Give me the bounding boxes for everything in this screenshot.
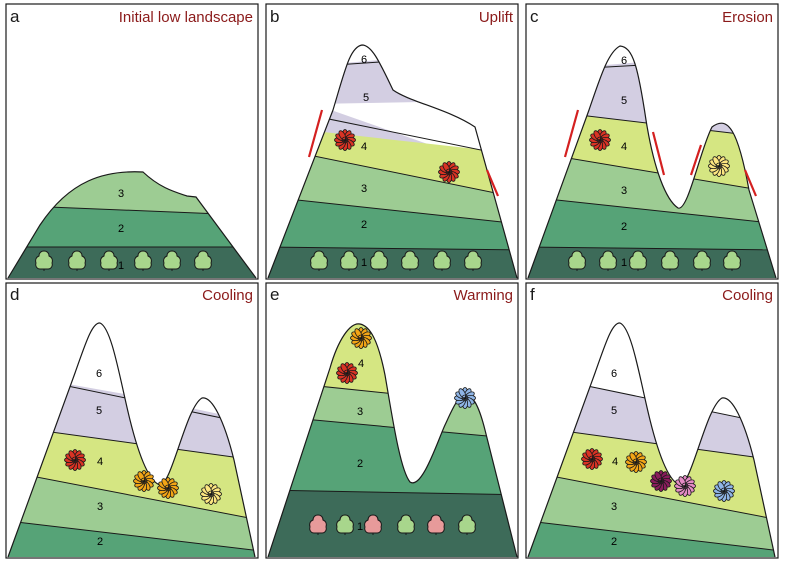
zone-label: 5 <box>96 405 102 417</box>
zone-label: 4 <box>97 456 103 468</box>
zone-label: 3 <box>357 406 363 418</box>
zone-label: 3 <box>611 501 617 513</box>
panel-d: 6 5 4 3 2 d Cooling <box>5 282 259 559</box>
zone-label: 6 <box>621 55 627 67</box>
zone-label: 2 <box>611 536 617 548</box>
panel-letter: f <box>530 285 535 304</box>
panel-title: Initial low landscape <box>119 9 253 26</box>
panel-title: Uplift <box>479 9 514 26</box>
panel-title: Warming <box>454 287 513 304</box>
panel-letter: d <box>10 285 19 304</box>
panel-b: 6 5 4 3 2 1 b Uplift <box>265 3 519 280</box>
zone-label: 6 <box>611 368 617 380</box>
zone-label: 2 <box>621 221 627 233</box>
zone-label: 2 <box>97 536 103 548</box>
panel-f: 6 5 4 3 2 f Cooling <box>525 282 779 559</box>
zone-label: 5 <box>621 95 627 107</box>
zone-label: 1 <box>361 257 367 269</box>
panel-letter: a <box>10 7 20 26</box>
zone-label: 4 <box>612 456 618 468</box>
panel-letter: c <box>530 7 539 26</box>
panel-title: Erosion <box>722 9 773 26</box>
panel-c: 6 5 4 3 2 1 c Erosion <box>525 3 779 280</box>
panel-title: Cooling <box>722 287 773 304</box>
zone-label: 2 <box>118 223 124 235</box>
zone-label: 3 <box>621 185 627 197</box>
panel-e: 4 3 2 1 e Warming <box>265 282 519 559</box>
zone-label: 5 <box>363 92 369 104</box>
zone-label: 4 <box>621 141 627 153</box>
zone-label: 2 <box>361 219 367 231</box>
zone-label: 1 <box>357 521 363 533</box>
zone-label: 3 <box>118 188 124 200</box>
zone-label: 2 <box>357 458 363 470</box>
zone-label: 3 <box>361 183 367 195</box>
zone-label: 6 <box>361 54 367 66</box>
panel-a: 3 2 1 a Initial low landscape <box>5 3 259 280</box>
zone-label: 6 <box>96 368 102 380</box>
panel-letter: e <box>270 285 279 304</box>
zone-label: 1 <box>621 257 627 269</box>
panel-title: Cooling <box>202 287 253 304</box>
zone-label: 5 <box>611 405 617 417</box>
zone-label: 4 <box>358 358 364 370</box>
zone-label: 1 <box>118 260 124 272</box>
zone-label: 3 <box>97 501 103 513</box>
panel-letter: b <box>270 7 279 26</box>
zone-label: 4 <box>361 141 367 153</box>
